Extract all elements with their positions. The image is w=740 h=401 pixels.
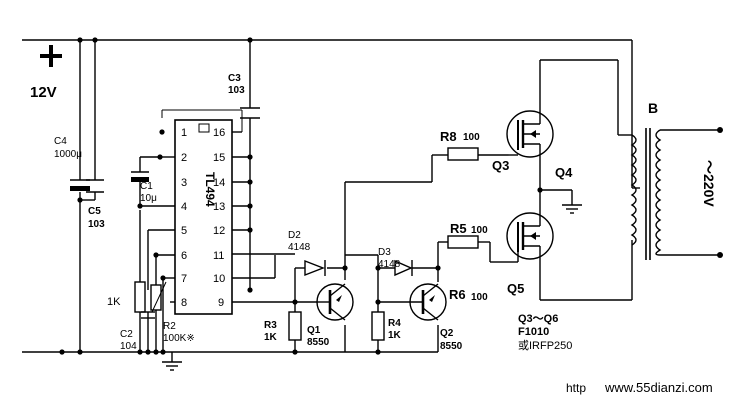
r6-name: R6 bbox=[449, 287, 466, 302]
c5-capacitor bbox=[86, 179, 104, 193]
mosfet-type: F1010 bbox=[518, 326, 549, 338]
resistor-1k bbox=[134, 281, 146, 313]
r5-resistor bbox=[447, 235, 479, 249]
watermark-prefix: http bbox=[566, 381, 586, 395]
q2-transistor bbox=[378, 283, 447, 321]
ground-symbol bbox=[162, 352, 182, 371]
c4-capacitor bbox=[70, 179, 90, 191]
r5-value: 100 bbox=[471, 225, 488, 236]
d2-value: 4148 bbox=[288, 242, 311, 253]
ic-pin-14: 14 bbox=[213, 177, 225, 189]
ic-right-pins: 16 15 14 13 12 11 10 9 bbox=[213, 127, 225, 309]
c3-name: C3 bbox=[228, 73, 241, 84]
ic-pin-4: 4 bbox=[181, 201, 187, 213]
ground-symbol-q4 bbox=[562, 204, 582, 214]
ic-pin-8: 8 bbox=[181, 297, 187, 309]
d3-value: 4148 bbox=[378, 259, 401, 270]
tl494-ic bbox=[174, 119, 233, 315]
ic-pin-11: 11 bbox=[213, 250, 224, 262]
c2-value: 104 bbox=[120, 341, 137, 352]
c1-capacitor bbox=[131, 171, 149, 182]
q3-name: Q3 bbox=[492, 158, 509, 173]
transformer-b bbox=[618, 128, 662, 260]
c3-value: 103 bbox=[228, 85, 245, 96]
q1-value: 8550 bbox=[307, 337, 330, 348]
ic-pin-16: 16 bbox=[213, 127, 225, 139]
c3-capacitor bbox=[240, 107, 260, 119]
ic-name: TL494 bbox=[203, 172, 217, 207]
r2-resistor bbox=[150, 284, 162, 311]
ic-pin-13: 13 bbox=[213, 201, 225, 213]
r8-resistor bbox=[447, 147, 479, 161]
supply-voltage: 12V bbox=[30, 84, 57, 101]
ic-pin-10: 10 bbox=[213, 273, 225, 285]
r8-value: 100 bbox=[463, 132, 480, 143]
c5-value: 103 bbox=[88, 219, 105, 230]
r5-name: R5 bbox=[450, 221, 467, 236]
output-voltage: ～220V bbox=[701, 160, 717, 207]
r3-name: R3 bbox=[264, 320, 277, 331]
c2-name: C2 bbox=[120, 329, 133, 340]
c5-name: C5 bbox=[88, 206, 101, 217]
q3-mosfet bbox=[506, 110, 554, 158]
d2-diode bbox=[304, 259, 326, 277]
ic-pin-2: 2 bbox=[181, 152, 187, 164]
q4-name: Q4 bbox=[555, 165, 573, 180]
r2-name: R2 bbox=[163, 321, 176, 332]
r2-adjust-arrow bbox=[151, 281, 167, 313]
c4-name: C4 bbox=[54, 136, 67, 147]
q2-name: Q2 bbox=[440, 328, 454, 339]
c1-name: C1 bbox=[140, 181, 153, 192]
d2-name: D2 bbox=[288, 230, 301, 241]
watermark-site: www.55dianzi.com bbox=[604, 380, 713, 395]
ic-pin-6: 6 bbox=[181, 250, 187, 262]
d3-diode bbox=[394, 259, 413, 277]
r8-name: R8 bbox=[440, 129, 457, 144]
q1-name: Q1 bbox=[307, 325, 321, 336]
q5-name: Q5 bbox=[507, 281, 524, 296]
r4-resistor bbox=[371, 311, 385, 341]
r3-resistor bbox=[288, 311, 302, 341]
transformer-name: B bbox=[648, 100, 658, 116]
resistor-1k-value: 1K bbox=[107, 296, 121, 308]
r2-value: 100K※ bbox=[163, 333, 195, 344]
power-plus-symbol bbox=[40, 45, 62, 67]
q2-value: 8550 bbox=[440, 341, 463, 352]
r6-value: 100 bbox=[471, 292, 488, 303]
ic-pin-7: 7 bbox=[181, 273, 187, 285]
r4-value: 1K bbox=[388, 330, 402, 341]
ic-pin-9: 9 bbox=[218, 297, 224, 309]
ic-pin-5: 5 bbox=[181, 225, 187, 237]
ic-pin-3: 3 bbox=[181, 177, 187, 189]
mosfet-range: Q3～Q6 bbox=[518, 313, 558, 325]
ic-pin-1: 1 bbox=[181, 127, 187, 139]
q5-mosfet bbox=[505, 212, 554, 263]
c4-value: 1000μ bbox=[54, 149, 82, 160]
mosfet-alt: 或IRFP250 bbox=[518, 339, 572, 352]
junction-dots bbox=[59, 37, 723, 355]
r4-name: R4 bbox=[388, 318, 401, 329]
c1-value: 10μ bbox=[140, 193, 157, 204]
d3-name: D3 bbox=[378, 247, 391, 258]
ic-pin-12: 12 bbox=[213, 225, 225, 237]
r3-value: 1K bbox=[264, 332, 278, 343]
q1-transistor bbox=[316, 283, 354, 321]
c2-capacitor bbox=[141, 311, 155, 319]
ic-left-pins: 1 2 3 4 5 6 7 8 bbox=[181, 127, 187, 309]
wires bbox=[22, 39, 720, 353]
ic-pin-15: 15 bbox=[213, 152, 225, 164]
